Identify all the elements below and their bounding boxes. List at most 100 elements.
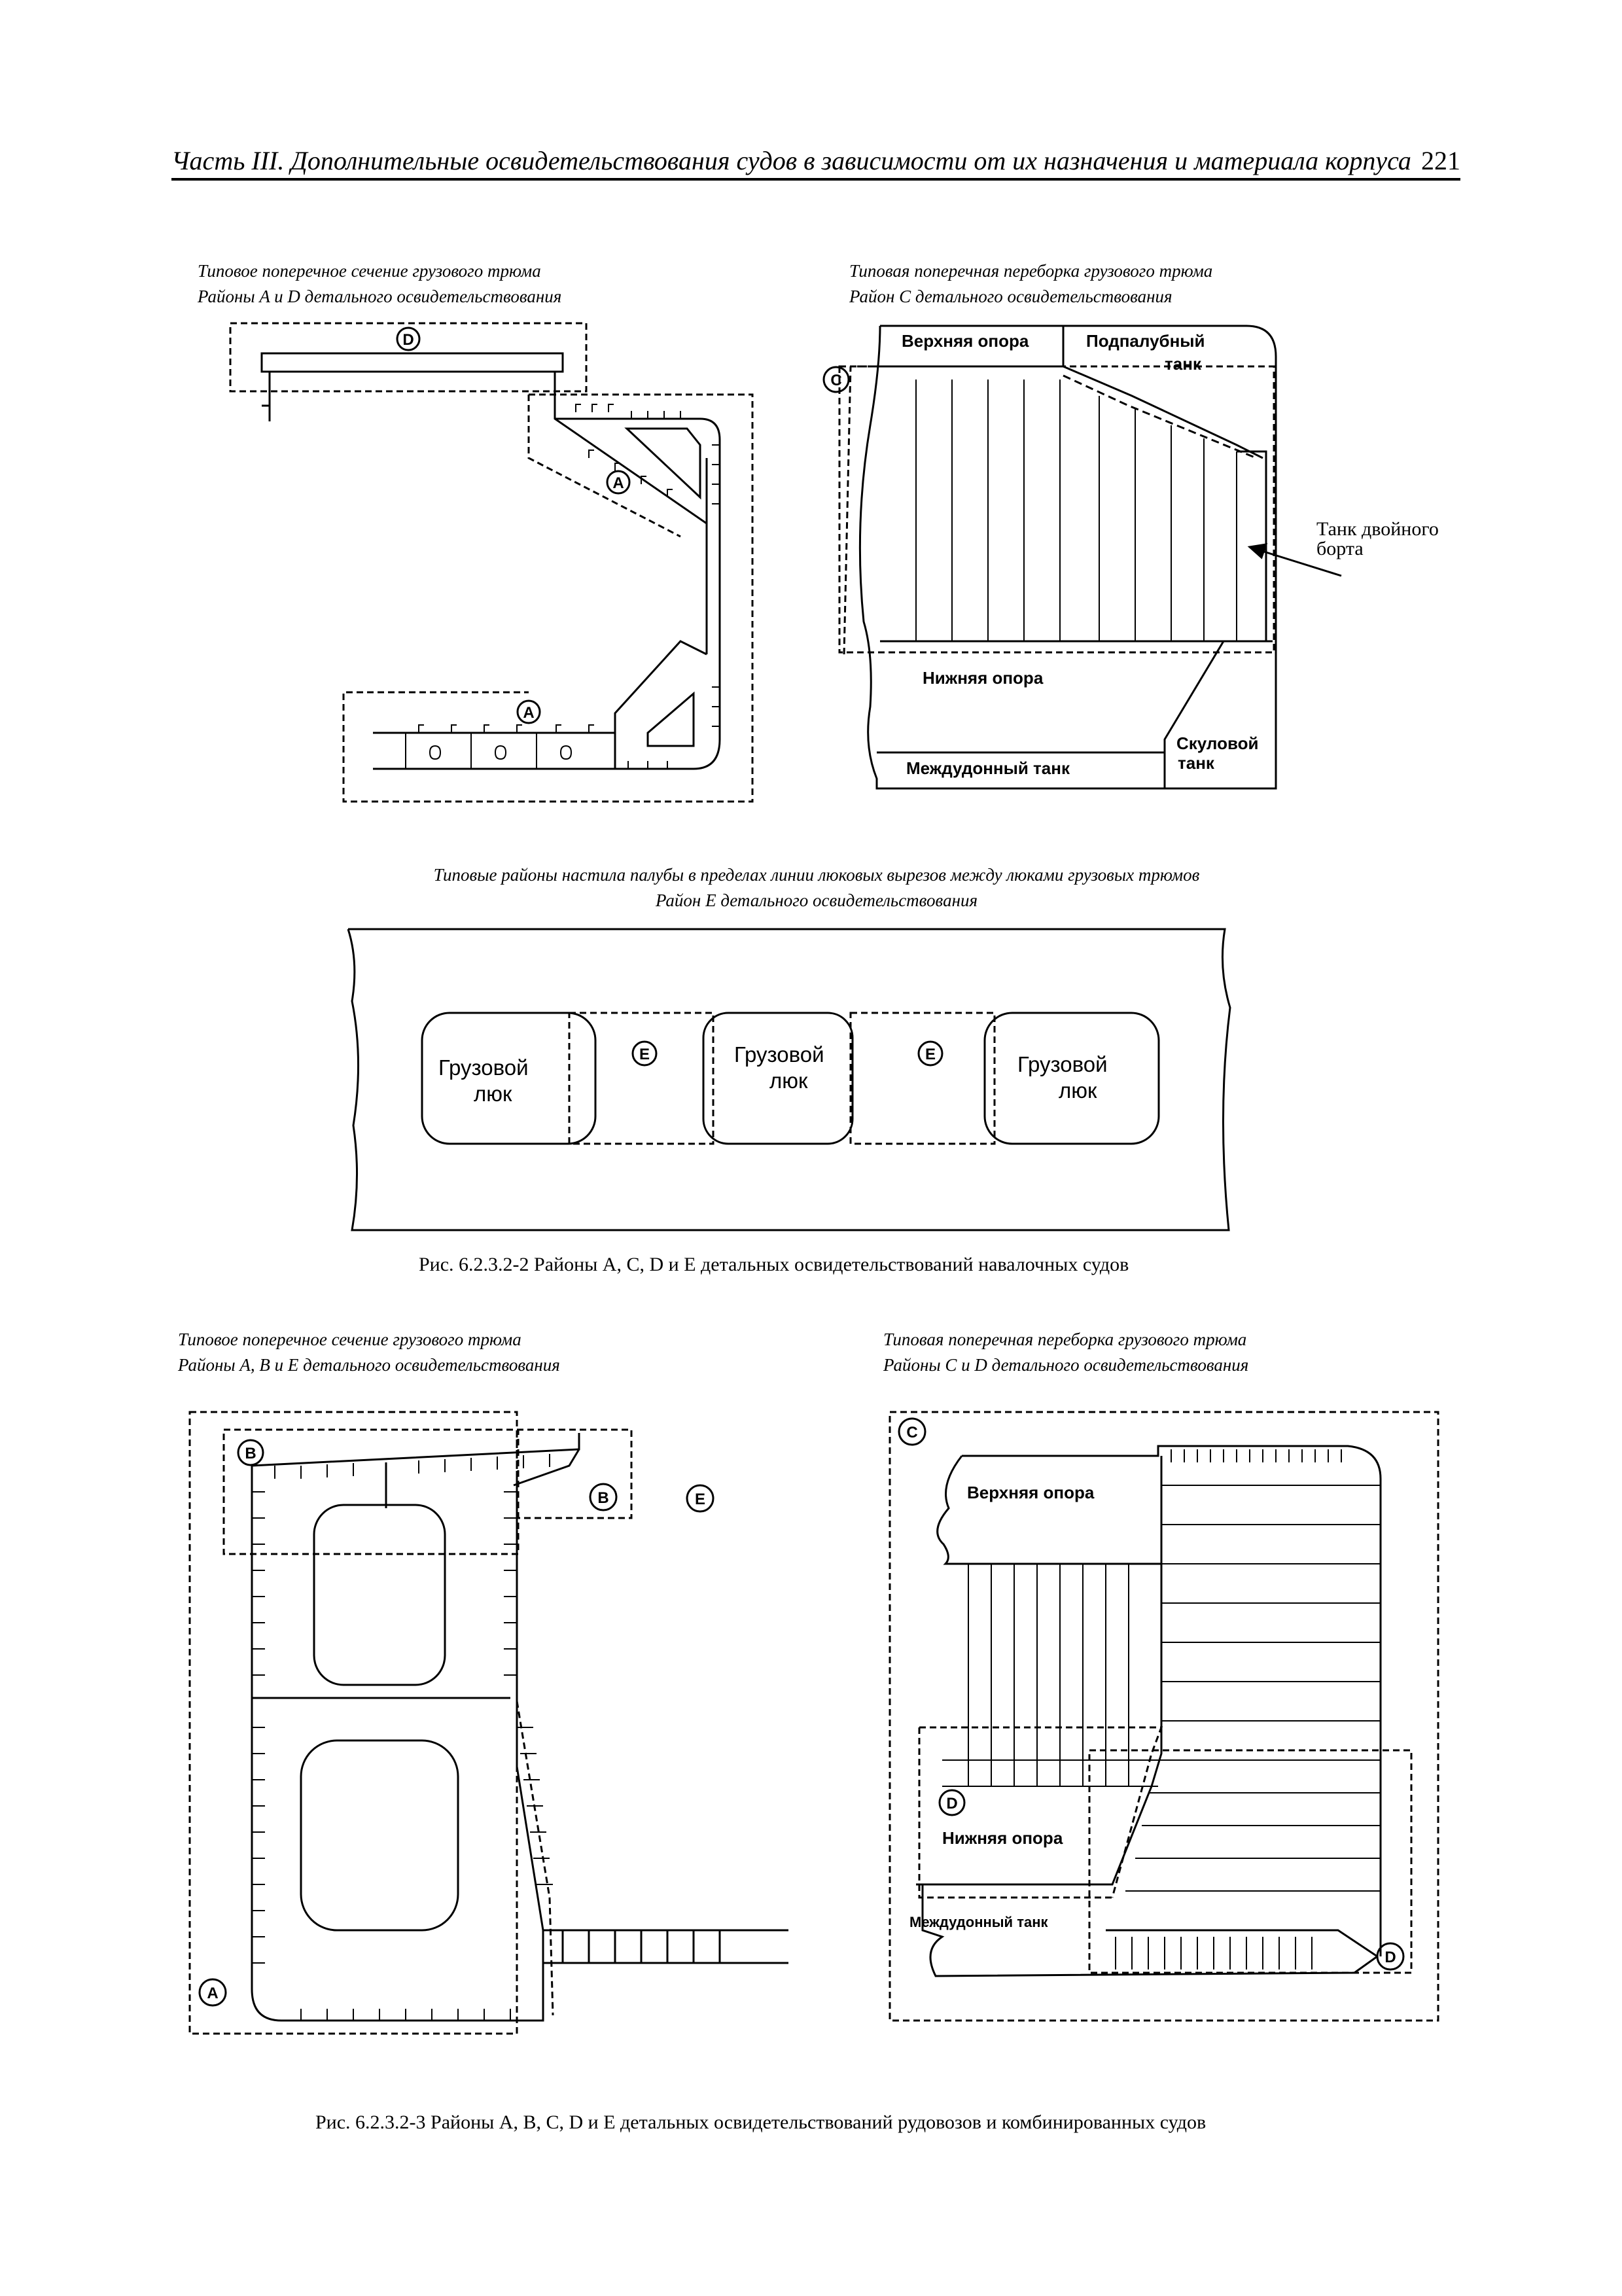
fig2-left-caption-line1: Типовое поперечное сечение грузового трю… bbox=[178, 1330, 521, 1349]
running-title: Часть III. Дополнительные освидетельство… bbox=[171, 146, 1411, 175]
fig1-deck-caption-line2: Район E детального освидетельствования bbox=[655, 891, 978, 910]
coaming-stub-left bbox=[262, 372, 271, 421]
hatch-left-label-1: Грузовой bbox=[438, 1055, 529, 1080]
label-double-bottom: Междудонный танк bbox=[909, 1914, 1048, 1930]
fig2-left-caption: Типовое поперечное сечение грузового трю… bbox=[178, 1327, 560, 1378]
hatch-middle-label-2: люк bbox=[769, 1069, 808, 1093]
area-b-circle-2 bbox=[589, 1483, 618, 1511]
page-header: Часть III. Дополнительные освидетельство… bbox=[171, 145, 1480, 182]
double-bottom-floors bbox=[405, 686, 720, 769]
page-number: 221 bbox=[1421, 146, 1460, 175]
topside-stiffeners bbox=[575, 404, 720, 504]
topside-dashed-boundary bbox=[1063, 374, 1257, 459]
label-topside-2: танк bbox=[1165, 354, 1202, 374]
area-e-circle bbox=[686, 1484, 714, 1513]
area-d-circle-1 bbox=[938, 1789, 966, 1816]
label-bilge-2: танк bbox=[1178, 753, 1215, 773]
hatch-coaming-beam bbox=[260, 352, 564, 373]
area-b-frame-left bbox=[222, 1428, 520, 1555]
hatch-middle-label-1: Грузовой bbox=[734, 1042, 824, 1067]
label-bilge-1: Скуловой bbox=[1176, 733, 1258, 753]
fig2-left-caption-line2: Районы A, B и E детального освидетельств… bbox=[178, 1355, 560, 1375]
hatch-middle bbox=[702, 1012, 854, 1145]
upper-stool-outline bbox=[936, 1455, 1163, 1565]
fig1-left-cross-section: D A A bbox=[229, 322, 754, 803]
fig2-right-bulkhead: C D D Верхняя опора Нижняя опора Междудо… bbox=[889, 1411, 1439, 2022]
area-d-frame-lower bbox=[1088, 1749, 1413, 1974]
fig2-right-caption-line1: Типовая поперечная переборка грузового т… bbox=[883, 1330, 1247, 1349]
fig2-figure-caption: Рис. 6.2.3.2-3 Районы A, B, C, D и E дет… bbox=[315, 2111, 1207, 2133]
hatch-right-label-2: люк bbox=[1059, 1078, 1097, 1103]
area-a-frame bbox=[188, 1411, 518, 2035]
area-d-frame-upper bbox=[919, 1726, 1163, 1898]
label-side-tank-1: Танк двойного bbox=[1316, 518, 1439, 540]
hatch-right bbox=[983, 1012, 1160, 1145]
fig1-figure-caption: Рис. 6.2.3.2-2 Районы A, C, D и E деталь… bbox=[419, 1254, 1129, 1275]
fig2-left-cross-section: B B E A bbox=[188, 1411, 788, 2035]
area-e-mark-2: E bbox=[925, 1046, 936, 1063]
area-a-upper-frame bbox=[527, 395, 681, 538]
double-bottom-top bbox=[1106, 1929, 1378, 1958]
fig1-deck-caption-line1: Типовые районы настила палубы в пределах… bbox=[433, 865, 1200, 885]
area-d-frame-upper-left bbox=[918, 1727, 1112, 1899]
area-e-frame-2 bbox=[849, 1012, 996, 1145]
area-d-mark-circle bbox=[396, 327, 421, 351]
topside-lightening-hole bbox=[624, 427, 701, 500]
label-lower-stool: Нижняя опора bbox=[942, 1828, 1063, 1848]
area-a-lower-circle bbox=[516, 699, 541, 724]
area-d-mark-1: D bbox=[946, 1795, 957, 1812]
hatch-right-label-1: Грузовой bbox=[1017, 1052, 1108, 1076]
header-rule bbox=[171, 178, 1460, 181]
fig1-deck-plan: E E Грузовой люк Грузовой люк Грузовой л… bbox=[347, 928, 1231, 1231]
area-b-circle-1 bbox=[237, 1439, 264, 1466]
hopper-tank-outline bbox=[373, 640, 721, 770]
area-e-frame-1 bbox=[568, 1012, 714, 1145]
area-a-upper-circle bbox=[606, 470, 631, 495]
fig2-right-caption-line2: Районы C и D детального освидетельствова… bbox=[883, 1355, 1249, 1375]
deck-outline bbox=[347, 928, 1231, 1231]
label-lower-stool: Нижняя опора bbox=[923, 668, 1044, 688]
hatch-left-label-2: люк bbox=[474, 1082, 512, 1106]
area-e-mark: E bbox=[695, 1491, 705, 1508]
fig2-right-caption: Типовая поперечная переборка грузового т… bbox=[883, 1327, 1248, 1378]
area-e-circle-1 bbox=[631, 1040, 658, 1067]
side-tank-arrowhead bbox=[1247, 543, 1268, 559]
area-c-circle bbox=[898, 1417, 926, 1446]
fig1-right-caption: Типовая поперечная переборка грузового т… bbox=[849, 258, 1212, 309]
area-c-mark: C bbox=[906, 1424, 917, 1441]
area-a-frame-outline bbox=[342, 393, 754, 803]
label-side-tank-2: борта bbox=[1316, 538, 1364, 559]
area-d-mark-2: D bbox=[1384, 1949, 1396, 1966]
frame-stiffeners bbox=[252, 1454, 553, 2021]
double-bottom-outline bbox=[916, 1883, 1378, 1977]
bulkhead-corrugations bbox=[915, 380, 1237, 641]
area-c-frame bbox=[838, 365, 1275, 654]
area-a-circle bbox=[198, 1978, 227, 2007]
double-bottom-floors bbox=[543, 1929, 788, 1964]
area-c-mark: C bbox=[830, 372, 841, 389]
area-b-mark-1: B bbox=[245, 1445, 256, 1462]
bulkhead-outline bbox=[858, 325, 1277, 790]
label-upper-stool: Верхняя опора bbox=[902, 331, 1029, 351]
fig1-right-bulkhead: C Верхняя опора Подпалубный танк Танк дв… bbox=[822, 325, 1439, 790]
upper-opening bbox=[313, 1504, 446, 1686]
hatch-left bbox=[421, 1012, 597, 1145]
area-b-mark-2: B bbox=[597, 1489, 608, 1507]
fig1-right-caption-line1: Типовая поперечная переборка грузового т… bbox=[849, 261, 1213, 281]
horizontal-corrugations bbox=[1115, 1449, 1381, 1969]
area-e-mark-1: E bbox=[639, 1046, 650, 1063]
area-c-frame bbox=[889, 1411, 1439, 2022]
area-d-frame bbox=[229, 322, 588, 393]
area-a-lower-mark: A bbox=[523, 704, 534, 722]
area-e-circle-2 bbox=[917, 1040, 943, 1067]
label-upper-stool: Верхняя опора bbox=[967, 1483, 1095, 1502]
fig1-left-caption: Типовое поперечное сечение грузового трю… bbox=[198, 258, 561, 309]
label-topside-1: Подпалубный bbox=[1086, 331, 1205, 351]
lower-opening bbox=[300, 1739, 459, 1932]
side-tank-arrow-line bbox=[1257, 548, 1342, 577]
upper-stool-top bbox=[962, 1445, 1382, 1956]
area-a-upper-mark: A bbox=[612, 474, 624, 492]
topside-tank-outline bbox=[554, 372, 721, 654]
fig1-right-caption-line2: Район C детального освидетельствования bbox=[849, 287, 1172, 306]
